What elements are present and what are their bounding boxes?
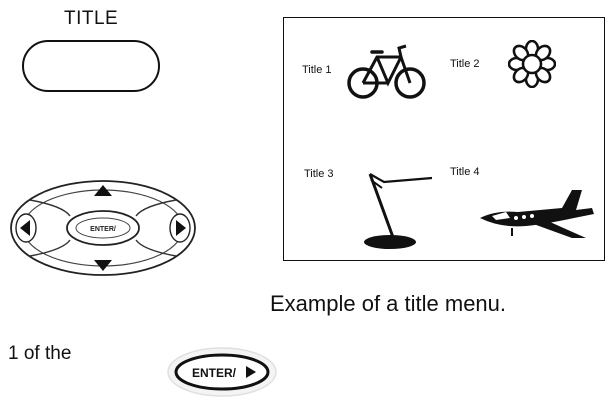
arrow-down-icon[interactable] xyxy=(94,260,112,271)
title-menu-example: Title 1 Title 2 Title 3 Title 4 xyxy=(283,17,605,261)
flower-icon[interactable] xyxy=(508,40,556,88)
arrow-up-icon[interactable] xyxy=(94,185,112,196)
enter-play-button[interactable]: ENTER/ xyxy=(166,346,278,398)
bicycle-icon[interactable] xyxy=(346,40,428,102)
figure-caption: Example of a title menu. xyxy=(270,291,507,316)
pad-enter-label: ENTER/ xyxy=(90,226,116,233)
arrow-left-icon[interactable] xyxy=(20,220,30,236)
menu-item-title-2-label: Title 2 xyxy=(450,58,480,70)
body-text: 1 of the xyxy=(8,343,72,364)
menu-item-title-4-label: Title 4 xyxy=(450,166,480,178)
enter-button-label: ENTER/ xyxy=(192,366,237,380)
title-button-label: TITLE xyxy=(64,8,119,29)
title-button[interactable] xyxy=(22,40,160,92)
airplane-icon[interactable] xyxy=(476,182,598,246)
play-icon xyxy=(246,366,256,378)
flag-icon[interactable] xyxy=(350,170,436,252)
remote-direction-pad: ENTER/ xyxy=(10,180,196,276)
menu-item-title-3-label: Title 3 xyxy=(304,168,334,180)
arrow-right-icon[interactable] xyxy=(176,220,186,236)
menu-item-title-1-label: Title 1 xyxy=(302,64,332,76)
